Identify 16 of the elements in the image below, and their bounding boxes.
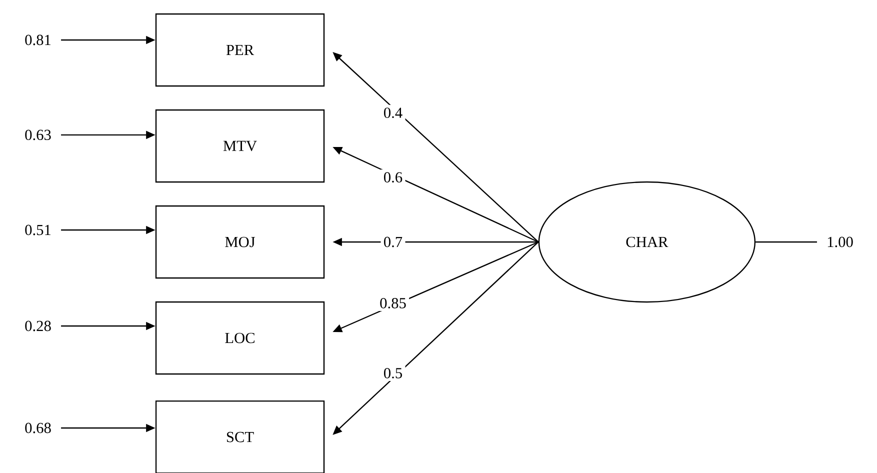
edge-label: 0.6 <box>380 169 406 186</box>
value-label: 0.51 <box>25 224 50 236</box>
edge-label: 0.5 <box>380 365 406 382</box>
value-label: 1.00 <box>828 236 853 248</box>
edge-label: 0.7 <box>380 234 406 250</box>
variable-box: LOC <box>155 301 325 375</box>
value-label: 0.81 <box>25 34 50 46</box>
edge-label: 0.4 <box>380 104 406 121</box>
variable-box: SCT <box>155 400 325 473</box>
value-label: 0.28 <box>25 320 51 332</box>
variable-box: MTV <box>155 109 325 183</box>
value-label: 0.63 <box>25 130 51 140</box>
variable-box: MOJ <box>155 205 325 279</box>
variable-box: PER <box>155 13 325 87</box>
edge-label: 0.85 <box>376 295 410 312</box>
value-label: 0.68 <box>25 422 51 434</box>
